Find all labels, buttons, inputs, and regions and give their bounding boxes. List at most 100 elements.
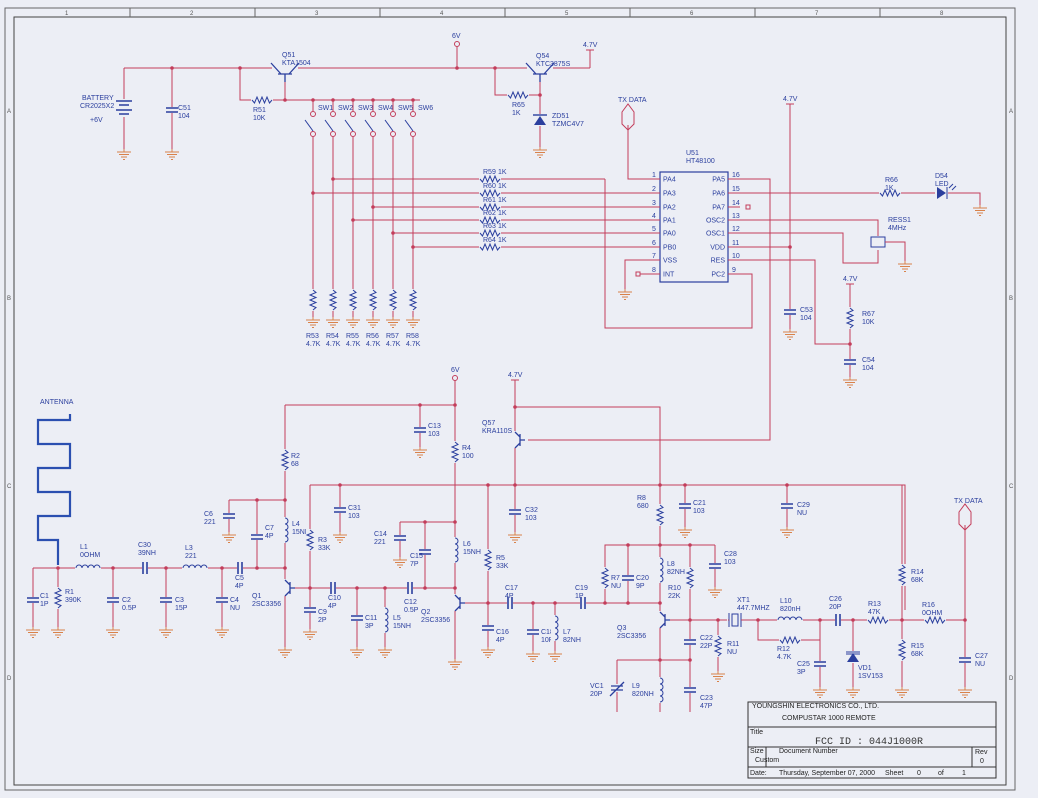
resistor-zigzag bbox=[867, 615, 889, 625]
ground-icon bbox=[533, 147, 547, 158]
resistor-R1 bbox=[53, 587, 63, 609]
inductor-L9 bbox=[656, 677, 664, 703]
component-value: 10K bbox=[862, 319, 875, 326]
symbol-background bbox=[452, 594, 466, 612]
border-row-label: C bbox=[1009, 484, 1014, 490]
symbol-background bbox=[924, 616, 946, 624]
symbol-background bbox=[621, 575, 635, 581]
ground-icon bbox=[711, 671, 725, 682]
ground-lines bbox=[333, 532, 347, 543]
component-value: 820NH bbox=[632, 691, 654, 698]
ground-lines bbox=[548, 651, 562, 662]
resistor-R59 bbox=[479, 174, 501, 184]
symbol-background bbox=[281, 449, 289, 471]
ground-icon bbox=[306, 317, 320, 328]
title-block: YOUNGSHIN ELECTRONICS CO., LTD. COMPUSTA… bbox=[747, 701, 997, 779]
symbol-background bbox=[272, 66, 298, 78]
symbol-background bbox=[309, 289, 317, 311]
component-value: 82NH bbox=[563, 637, 581, 644]
switch-contact bbox=[410, 131, 416, 137]
symbol-background bbox=[407, 581, 413, 595]
component-ref: C32 bbox=[525, 507, 538, 514]
component-ref: R7 bbox=[611, 575, 620, 582]
component-ref: R5 bbox=[496, 555, 505, 562]
component-value: 4P bbox=[496, 637, 505, 644]
junction-dot bbox=[848, 342, 852, 346]
ground-icon bbox=[618, 289, 632, 300]
symbol-background bbox=[389, 289, 397, 311]
wire bbox=[948, 192, 981, 206]
component-value: 1K bbox=[512, 110, 521, 117]
resistor-R54 bbox=[328, 289, 338, 311]
inductor-L10 bbox=[777, 616, 803, 624]
switch-lever bbox=[324, 119, 334, 132]
ground-icon bbox=[895, 687, 909, 698]
symbol-background bbox=[479, 189, 501, 197]
capacitor-plates bbox=[835, 614, 841, 626]
capacitor-plates bbox=[330, 582, 336, 594]
capacitor-plates bbox=[414, 427, 426, 433]
capacitor-C53 bbox=[783, 309, 797, 315]
switch-contact bbox=[370, 131, 376, 137]
symbol-background bbox=[610, 684, 624, 692]
component-ref: R67 bbox=[862, 311, 875, 318]
resistor-zigzag bbox=[408, 289, 418, 311]
ic-pin-name: PA7 bbox=[712, 205, 725, 212]
resistor-zigzag bbox=[845, 307, 855, 329]
component-value: 1K bbox=[498, 169, 507, 176]
switch-SW5 bbox=[384, 111, 396, 137]
component-value: 15NH bbox=[463, 549, 481, 556]
symbol-background bbox=[106, 597, 120, 603]
component-value: 2SC3356 bbox=[421, 617, 450, 624]
resistor-R8 bbox=[655, 504, 665, 526]
component-ref: Q1 bbox=[252, 593, 261, 600]
resistor-R66 bbox=[879, 188, 901, 198]
component-value: NU bbox=[230, 605, 240, 612]
component-ref: R61 bbox=[483, 197, 496, 204]
resistor-zigzag bbox=[251, 95, 273, 105]
capacitor-C54 bbox=[843, 359, 857, 365]
component-ref: C54 bbox=[862, 357, 875, 364]
transistor-Q3 bbox=[657, 611, 671, 629]
component-value: 104 bbox=[178, 113, 190, 120]
component-value: 68K bbox=[911, 651, 924, 658]
component-value: NU bbox=[611, 583, 621, 590]
capacitor-plates bbox=[216, 597, 228, 603]
battery-ref: BATTERY bbox=[82, 95, 114, 102]
resonator-RESS1 bbox=[870, 236, 886, 248]
component-value: KTC3875S bbox=[536, 61, 571, 68]
ic-pin-name: INT bbox=[663, 272, 675, 279]
component-value: 22K bbox=[668, 593, 681, 600]
symbol-background bbox=[708, 563, 722, 569]
wire bbox=[627, 125, 648, 180]
resistor-R15 bbox=[897, 639, 907, 661]
ground-icon bbox=[106, 627, 120, 638]
capacitor-plates bbox=[160, 597, 172, 603]
resistor-R53 bbox=[308, 289, 318, 311]
component-value: NU bbox=[727, 649, 737, 656]
net-label-4v7: 4.7V bbox=[508, 372, 523, 379]
resistor-zigzag bbox=[479, 174, 501, 184]
resistor-zigzag bbox=[779, 635, 801, 645]
ic-pin-name: RES bbox=[711, 258, 726, 265]
symbol-background bbox=[656, 504, 664, 526]
resistor-zigzag bbox=[388, 289, 398, 311]
ground-icon bbox=[215, 627, 229, 638]
switch-lever bbox=[384, 119, 394, 132]
symbol-background bbox=[215, 597, 229, 603]
ground-icon bbox=[406, 317, 420, 328]
ground-icon bbox=[448, 659, 462, 670]
sheet-number: 0 bbox=[917, 770, 921, 777]
ground-icon bbox=[393, 557, 407, 568]
symbol-background bbox=[481, 625, 495, 631]
resistor-zigzag bbox=[479, 188, 501, 198]
component-value: 103 bbox=[348, 513, 360, 520]
symbol-background bbox=[783, 309, 797, 315]
ground-lines bbox=[958, 687, 972, 698]
component-ref: R55 bbox=[346, 333, 359, 340]
diode-triangle bbox=[847, 653, 859, 662]
resistor-R65 bbox=[507, 90, 529, 100]
inductor-coil bbox=[659, 677, 664, 703]
component-ref: R53 bbox=[306, 333, 319, 340]
resistor-R5 bbox=[483, 549, 493, 571]
